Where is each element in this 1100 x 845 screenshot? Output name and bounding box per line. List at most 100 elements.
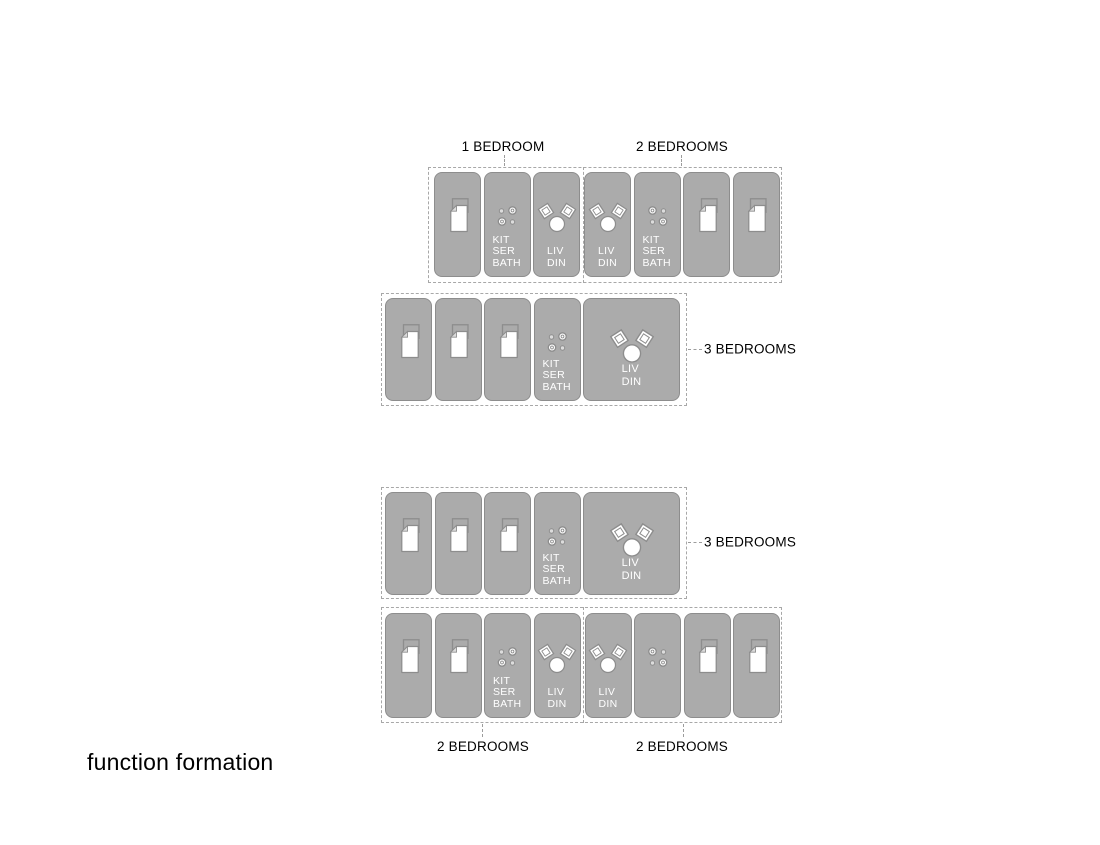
cell-function-label-line: LIV xyxy=(547,245,564,257)
unit-type-label: 3 BEDROOMS xyxy=(704,534,797,550)
cell-function-label-line: DIN xyxy=(547,256,566,269)
bed-icon xyxy=(685,639,730,677)
label-leader-line xyxy=(482,724,483,737)
cell-function-label-line: BATH xyxy=(492,256,521,269)
bed-module-cell xyxy=(683,613,731,718)
bed-module-cell xyxy=(385,613,432,718)
unit-type-label: 1 BEDROOM xyxy=(461,139,545,154)
kitchen-service-bath-icon xyxy=(635,205,680,228)
living-dining-table-icon xyxy=(535,641,580,676)
cell-function-label-line: DIN xyxy=(621,375,642,388)
cell-function-label-line: DIN xyxy=(598,697,618,710)
cell-function-label-line: KIT xyxy=(542,357,560,370)
bed-module-cell xyxy=(434,172,481,277)
bed-module-cell xyxy=(484,492,531,595)
kitchen-service-bath-icon xyxy=(635,646,680,669)
unit-type-label: 2 BEDROOMS xyxy=(436,739,530,754)
living-dining-table-icon xyxy=(586,641,631,676)
living-dining-table-icon xyxy=(584,520,679,560)
cell-function-label-line: KIT xyxy=(492,233,510,246)
cell-function-label-line: BATH xyxy=(542,380,571,393)
bed-icon xyxy=(386,639,431,677)
cell-function-label-line: DIN xyxy=(547,697,567,710)
cell-function-label-line: BATH xyxy=(642,256,671,269)
unit-row-outline xyxy=(381,607,782,723)
kitchen-service-bath-icon xyxy=(535,525,580,548)
bed-module-cell xyxy=(434,492,482,595)
kitchen-service-bath-icon xyxy=(485,646,530,669)
cell-function-label-line: SER xyxy=(642,245,665,257)
bed-module-cell xyxy=(732,172,780,277)
unit-divider-line xyxy=(582,167,584,283)
label-leader-line xyxy=(681,155,682,166)
bed-module-cell xyxy=(434,298,482,401)
cell-function-label-line: DIN xyxy=(598,256,617,269)
living-dining-table-icon xyxy=(584,326,679,366)
bed-module-cell xyxy=(733,613,780,718)
unit-row-outline xyxy=(381,293,687,406)
cell-function-label-line: SER xyxy=(542,563,565,575)
cell-function-label-line: KIT xyxy=(642,233,660,246)
cell-function-label-line: SER xyxy=(492,245,515,257)
living-dining-table-icon xyxy=(534,200,579,235)
cell-function-label-line: SER xyxy=(493,686,516,698)
bed-icon xyxy=(436,324,481,362)
bed-icon xyxy=(386,324,431,362)
bed-icon xyxy=(485,518,530,556)
unit-type-label: 2 BEDROOMS xyxy=(635,139,729,154)
bed-icon xyxy=(485,324,530,362)
bed-module-cell xyxy=(683,172,730,277)
living-dining-table-icon xyxy=(585,200,630,235)
bed-icon xyxy=(734,639,779,677)
label-leader-line xyxy=(688,349,702,350)
cell-function-label-line: LIV xyxy=(598,686,616,698)
cell-function-label-line: BATH xyxy=(493,697,522,710)
cell-function-label-line: DIN xyxy=(621,569,642,582)
bed-icon xyxy=(435,198,480,236)
label-leader-line xyxy=(683,724,684,737)
cell-function-label-line: BATH xyxy=(542,574,571,587)
page-title: function formation xyxy=(87,749,274,775)
unit-row-outline xyxy=(381,487,687,599)
unit-divider-line xyxy=(583,607,584,723)
label-leader-line xyxy=(688,542,702,543)
cell-function-label-line: KIT xyxy=(493,674,511,687)
cell-function-label-line: LIV xyxy=(621,557,639,569)
kitchen-service-bath-icon xyxy=(485,205,530,228)
cell-function-label-line: KIT xyxy=(542,551,560,564)
bed-module-cell xyxy=(385,492,432,595)
bed-icon xyxy=(436,518,481,556)
unit-type-label: 3 BEDROOMS xyxy=(704,341,797,357)
bed-icon xyxy=(386,518,431,556)
bed-module-cell xyxy=(385,298,432,401)
cell-function-label-line: LIV xyxy=(621,363,639,375)
unit-row-outline xyxy=(428,167,782,283)
bed-icon xyxy=(734,198,779,236)
bed-module-cell xyxy=(484,298,531,401)
label-leader-line xyxy=(504,155,505,166)
bed-module-cell xyxy=(434,613,482,718)
